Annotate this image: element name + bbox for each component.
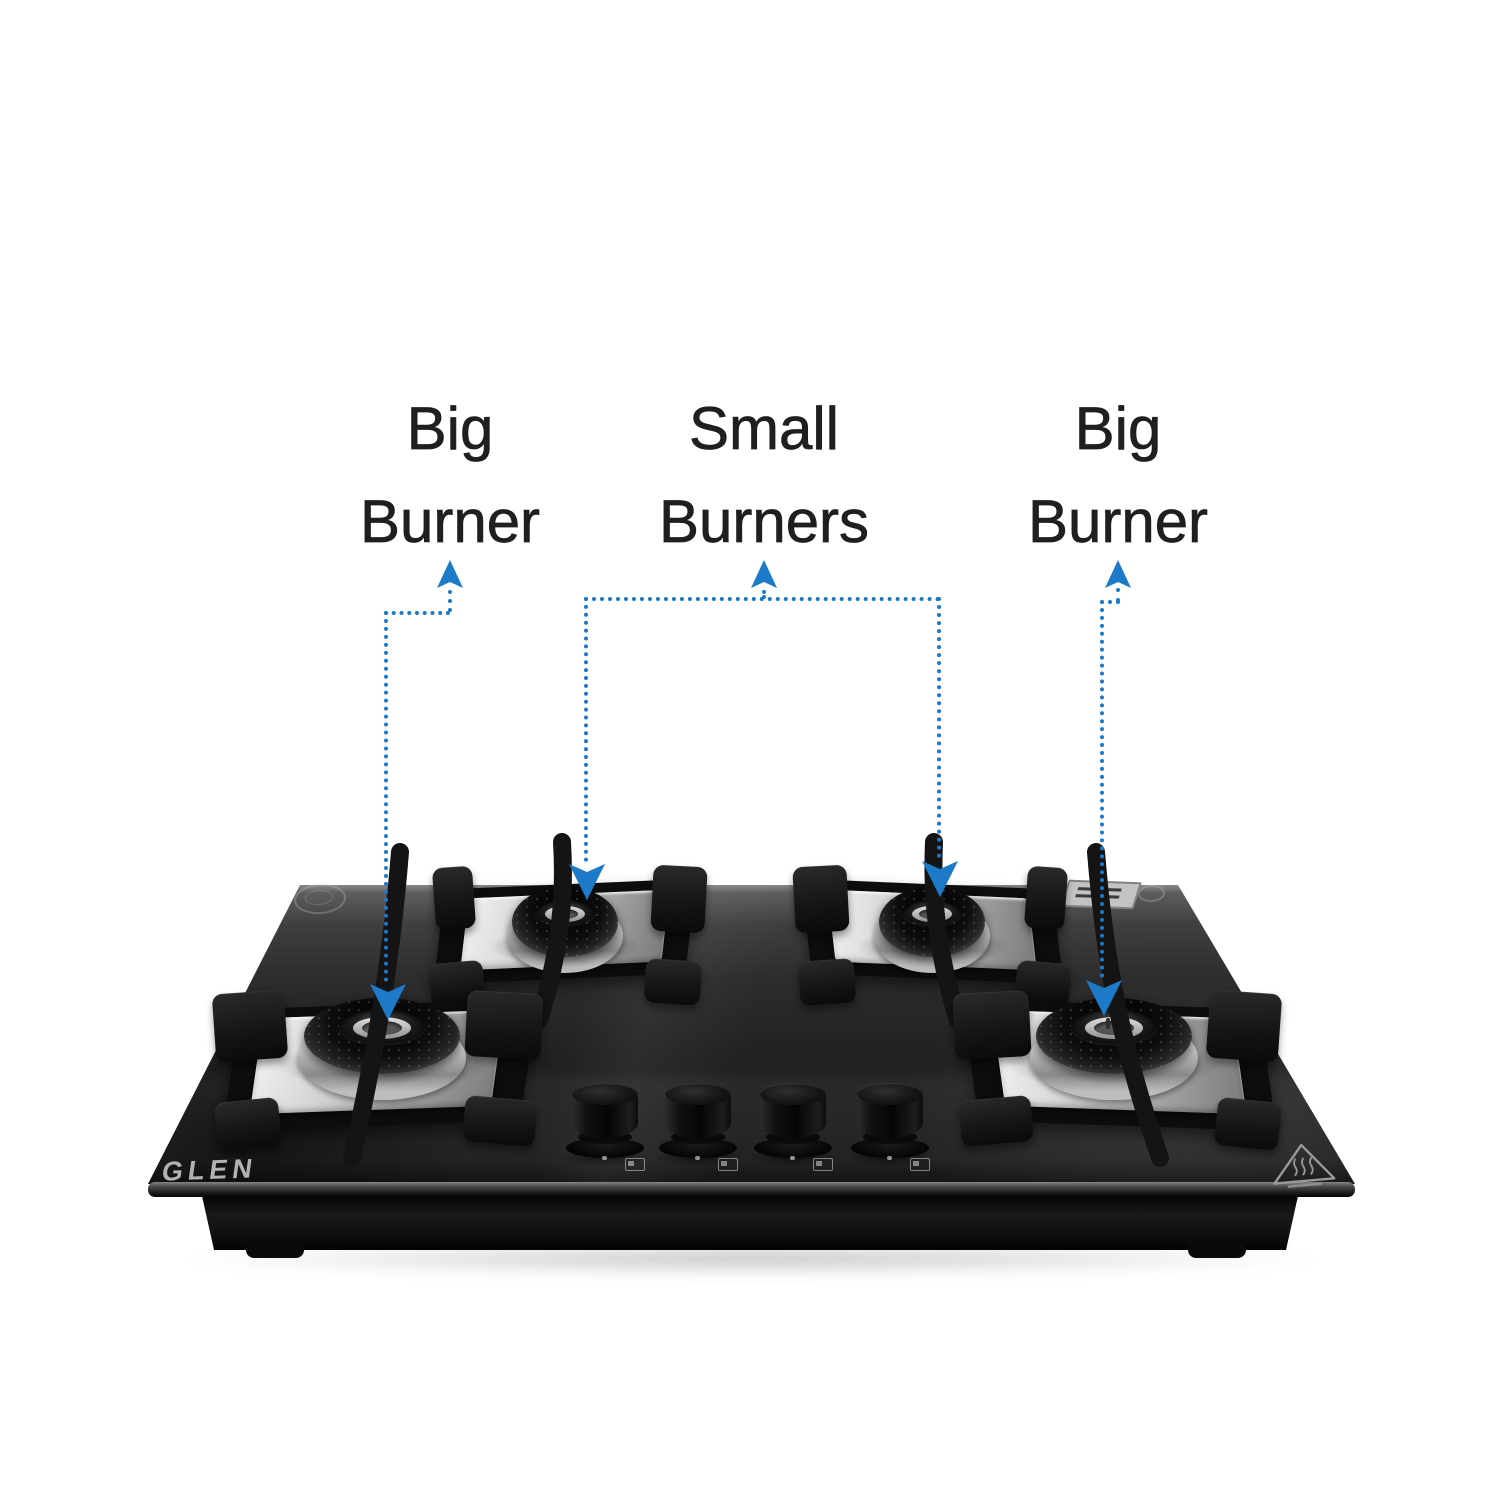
- burner-selector-icon: [625, 1158, 645, 1171]
- annotation-line: Big: [1074, 395, 1162, 463]
- leader-line: [384, 611, 450, 615]
- leader-line: [1100, 600, 1104, 978]
- down-arrow-icon: [1086, 980, 1122, 1016]
- igniter-mark: [1106, 1018, 1110, 1029]
- hob-foot-right: [1188, 1242, 1246, 1258]
- down-arrow-icon: [370, 984, 406, 1020]
- leader-line: [1100, 600, 1120, 604]
- pan-support-arm: [530, 833, 572, 1029]
- up-arrow-icon: [751, 560, 777, 588]
- down-arrow-icon: [569, 864, 605, 900]
- knob-position-dot: [695, 1156, 700, 1160]
- glass-front-edge: [148, 1182, 1355, 1197]
- leader-line: [937, 597, 941, 858]
- leader-line: [762, 590, 766, 599]
- burner-selector-mark: [816, 1161, 822, 1166]
- knob-top: [572, 1083, 638, 1105]
- annotation-line: Big: [406, 395, 494, 463]
- burner-selector-mark: [721, 1161, 727, 1166]
- leader-line: [448, 590, 452, 612]
- burner-selector-icon: [910, 1158, 930, 1171]
- annotation-line: Small: [688, 395, 840, 463]
- leader-line: [584, 597, 940, 601]
- knob-position-dot: [887, 1156, 892, 1160]
- annotation-label-big-burner-right: Big Burner: [918, 382, 1318, 568]
- knob-top: [665, 1083, 731, 1105]
- up-arrow-icon: [437, 560, 463, 588]
- hob-base-plinth: [202, 1196, 1298, 1250]
- brand-logo: GLEN: [159, 1153, 260, 1187]
- up-arrow-icon: [1105, 560, 1131, 588]
- knob-base: [754, 1138, 832, 1158]
- down-arrow-icon: [922, 861, 958, 897]
- annotation-label-small-burners: Small Burners: [564, 382, 964, 568]
- burner-selector-icon: [718, 1158, 738, 1171]
- knob-top: [857, 1083, 923, 1105]
- leader-line: [584, 597, 588, 862]
- annotation-line: Burner: [1027, 488, 1209, 556]
- pan-support-arm: [924, 833, 967, 1029]
- leader-line: [384, 611, 388, 982]
- annotation-line: Burner: [359, 488, 541, 556]
- knob-base: [566, 1138, 644, 1158]
- burner-selector-mark: [913, 1161, 919, 1166]
- knob-base: [659, 1138, 737, 1158]
- knob-top: [760, 1083, 826, 1105]
- hob-foot-left: [246, 1242, 304, 1258]
- knob-position-dot: [602, 1156, 607, 1160]
- burner-selector-mark: [628, 1161, 634, 1166]
- annotation-label-big-burner-left: Big Burner: [250, 382, 650, 568]
- burner-selector-icon: [813, 1158, 833, 1171]
- hot-surface-warning-icon: [1273, 1143, 1336, 1188]
- leader-line: [1116, 588, 1120, 602]
- knob-position-dot: [790, 1156, 795, 1160]
- knob-base: [851, 1138, 929, 1158]
- annotation-line: Burners: [658, 488, 870, 556]
